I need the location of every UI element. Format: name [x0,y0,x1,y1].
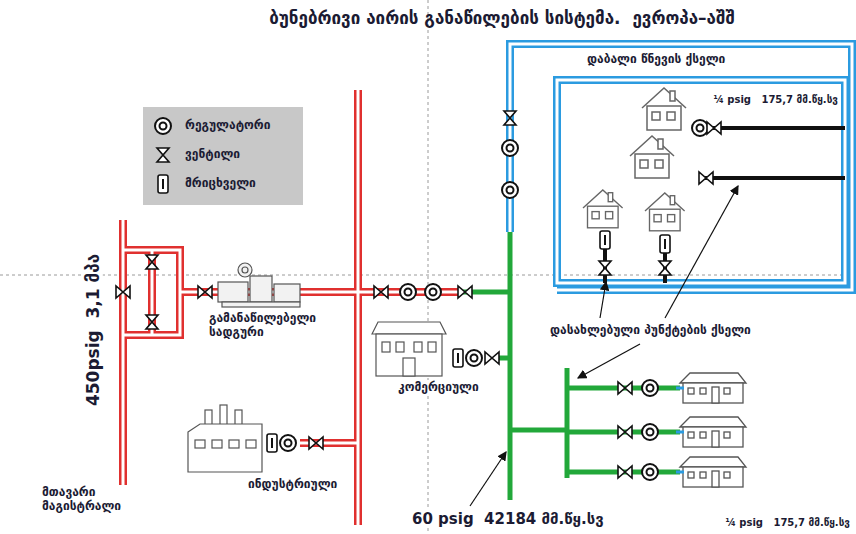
station-machinery [218,263,300,307]
station-label: გამანაწილებელი სადგური [207,311,321,340]
main-line-label: მთავარი მაგისტრალი [40,485,134,514]
pressure-note: 60 psig 42184 მმ.წყ.სვ [410,510,606,528]
pressure-note: ¼ psig 175,7 მმ.წყ.სვ [711,94,840,106]
consumer-label: კომერციული [396,380,481,394]
legend-entry: მრიცხველი [185,176,256,190]
pressure-note: ¼ psig 175,7 მმ.წყ.სვ [723,517,852,529]
consumer-label: ინდუსტრიული [246,477,339,491]
network-label: დასახლებული პუნქტების ქსელი [548,323,753,337]
fittings [116,111,721,480]
network-region: დაბალი წნევის ქსელი [557,80,845,283]
commercial-building [372,322,446,376]
pipes [123,44,852,525]
legend-symbols [155,118,171,193]
legend-entry: ვენტილი [185,147,240,161]
region-heading: დაბალი წნევის ქსელი [587,52,725,66]
legend-entry: რეგულატორი [185,118,270,132]
houses [583,88,746,487]
diagram-title: ბუნებრივი აირის განაწილების სისტემა. ევრ… [250,8,754,28]
industrial-building [188,405,262,472]
leader-arrows [470,186,738,506]
service-lines [605,128,845,283]
legend-panel [143,107,303,205]
pressure-note: 450psig 3,1 მპა [83,252,103,408]
